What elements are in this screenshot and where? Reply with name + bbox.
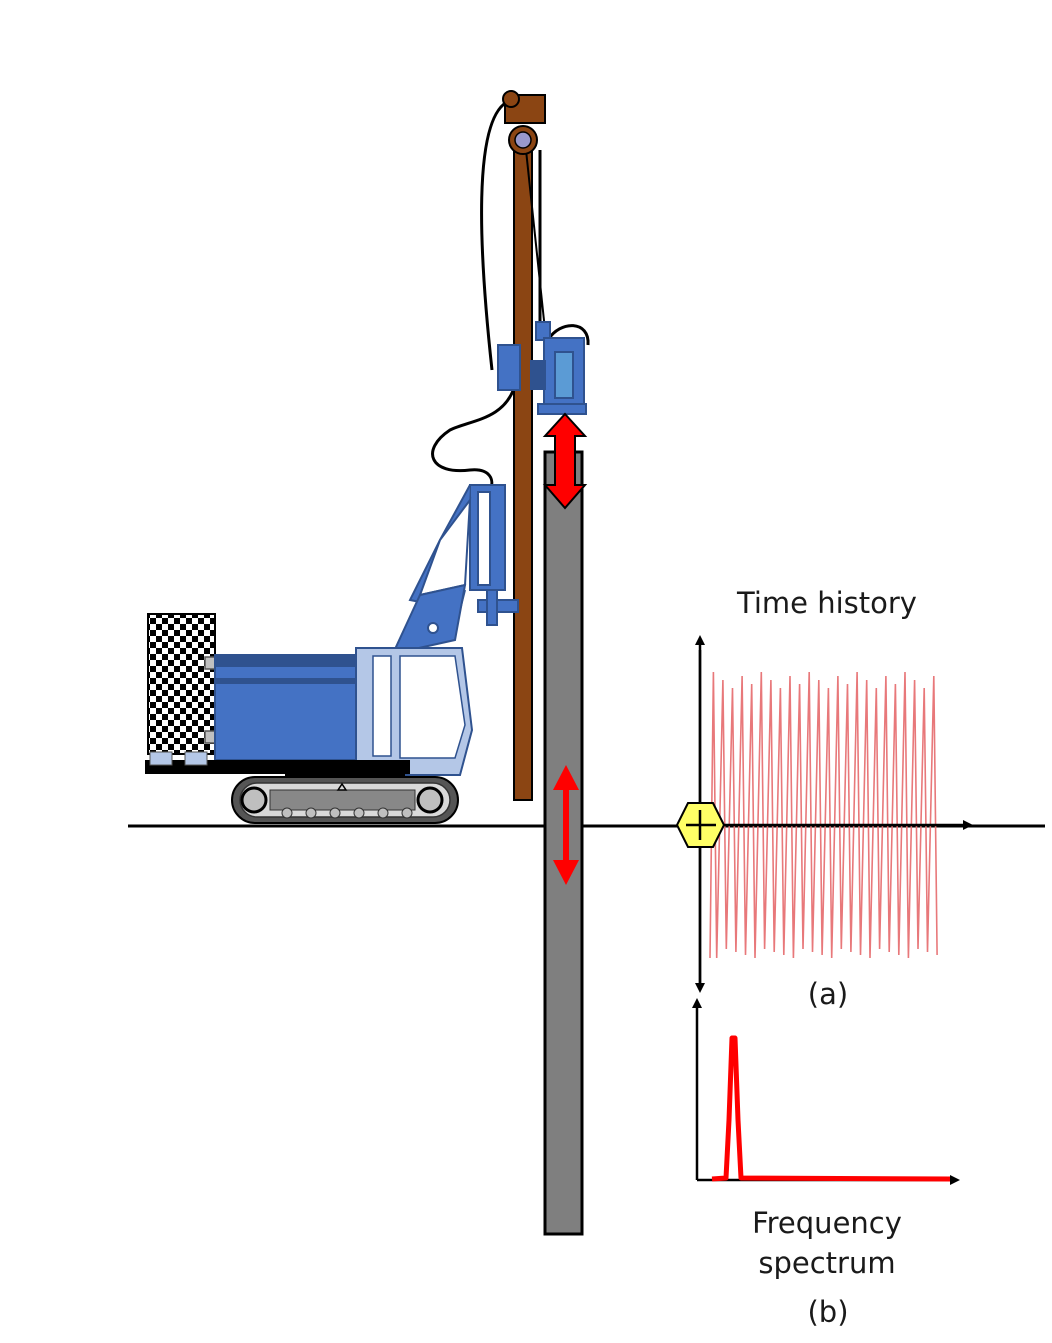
panel-b-label: (b) xyxy=(807,1295,849,1329)
crawler-track-icon xyxy=(231,776,459,824)
frequency-spectrum-title-line1: Frequency xyxy=(752,1206,902,1240)
spectrum-peak xyxy=(711,1035,951,1182)
time-history-plot xyxy=(675,635,973,993)
time-history-signal xyxy=(709,671,938,959)
pile-vibration-arrow-icon xyxy=(553,765,579,885)
frequency-spectrum-title: Frequency spectrum xyxy=(727,1203,927,1283)
mast-icon xyxy=(480,90,546,801)
time-history-title: Time history xyxy=(737,586,917,620)
counterweight-icon xyxy=(147,613,216,755)
time-history-waveform xyxy=(709,671,938,959)
frequency-spectrum-title-line2: spectrum xyxy=(758,1246,896,1280)
hydraulic-hose-icon xyxy=(431,384,517,491)
panel-a-label: (a) xyxy=(807,977,849,1011)
hammer-vibration-arrow-icon xyxy=(542,412,588,510)
pile-driver-crane-icon xyxy=(145,647,474,782)
frequency-spectrum-plot xyxy=(692,998,960,1185)
vibratory-hammer-icon xyxy=(497,321,587,415)
hammer-hose-icon xyxy=(546,324,590,346)
boom-arm-icon xyxy=(387,484,519,663)
